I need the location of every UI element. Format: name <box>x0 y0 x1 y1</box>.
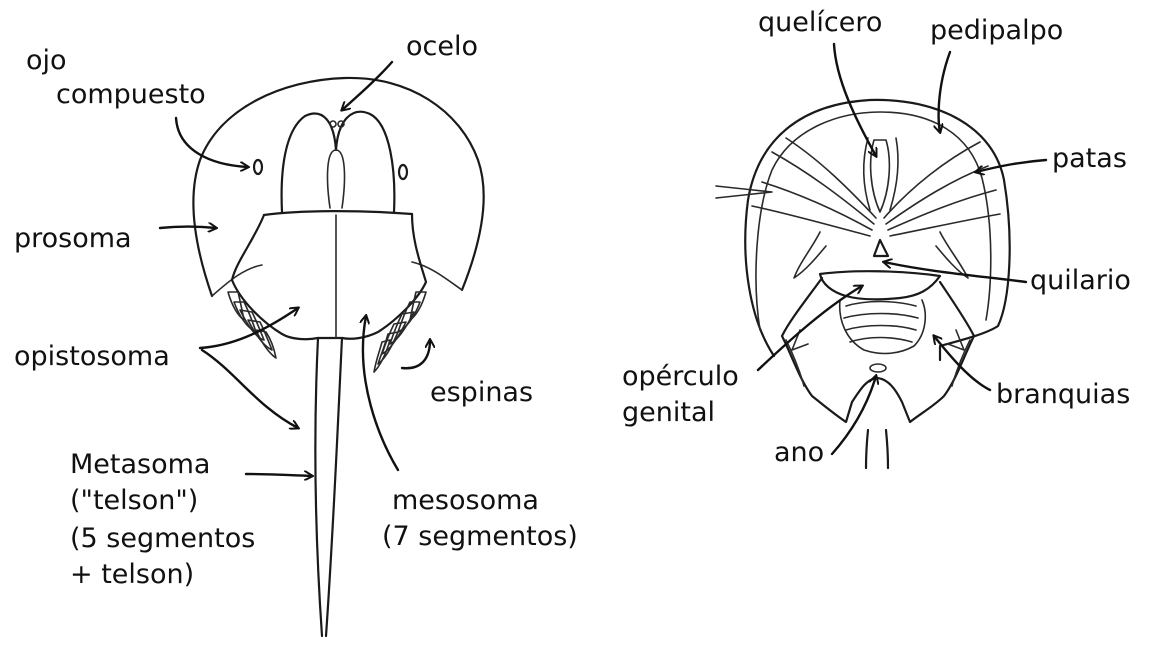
prosoma-carapace <box>193 78 483 296</box>
ventral-tail <box>866 430 888 468</box>
label-prosoma: prosoma <box>14 222 132 256</box>
label-ojo-compuesto-1: ojo <box>26 44 67 78</box>
label-quelicero: quelícero <box>758 6 882 40</box>
opistosoma-shield <box>232 214 426 339</box>
operculo-genital-shape <box>820 271 940 299</box>
label-ojo-compuesto-2: compuesto <box>56 78 206 112</box>
label-mesosoma-2: (7 segmentos) <box>382 520 578 554</box>
label-pedipalpo: pedipalpo <box>930 14 1063 48</box>
label-metasoma-1: Metasoma <box>70 448 210 482</box>
anus <box>870 364 886 372</box>
compound-eye-left <box>254 160 262 174</box>
label-metasoma-3: (5 segmentos <box>70 522 255 556</box>
cardiac-ridges <box>282 112 395 212</box>
label-mesosoma-1: mesosoma <box>392 484 539 518</box>
label-metasoma-4: + telson) <box>70 558 194 592</box>
spines-right <box>374 292 426 372</box>
label-operculo-2: genital <box>622 396 715 430</box>
dorsal-arrows <box>160 62 430 476</box>
label-quilario: quilario <box>1030 264 1131 298</box>
label-ocelo: ocelo <box>406 30 478 64</box>
ventral-carapace <box>745 100 1009 360</box>
label-patas: patas <box>1052 142 1127 176</box>
label-branquias: branquias <box>996 378 1130 412</box>
label-espinas: espinas <box>430 376 533 410</box>
label-ano: ano <box>774 436 824 470</box>
ventral-view <box>716 100 1010 468</box>
telson <box>315 338 342 636</box>
legs <box>716 138 1000 278</box>
hinge <box>264 211 412 215</box>
compound-eye-right <box>399 165 407 179</box>
label-metasoma-2: ("telson") <box>70 484 198 518</box>
mouth <box>874 240 888 256</box>
label-opistosoma: opistosoma <box>14 340 170 374</box>
label-operculo-1: opérculo <box>622 360 739 394</box>
gills <box>840 300 926 353</box>
